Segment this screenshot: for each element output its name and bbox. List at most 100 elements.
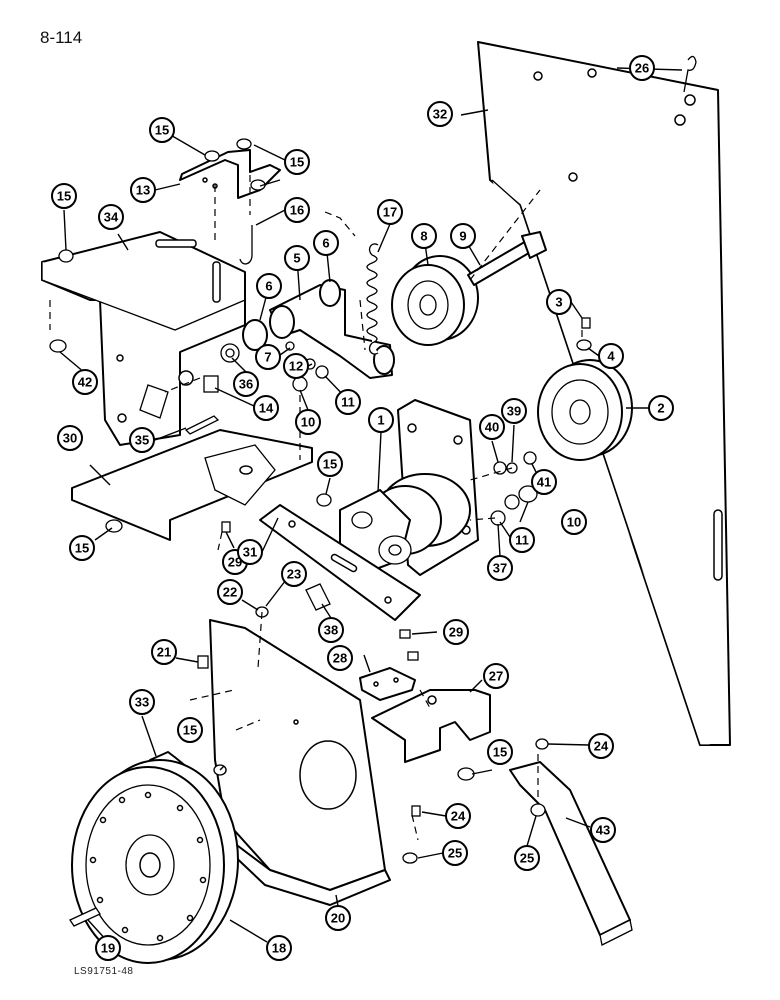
callout-34: 34 (98, 204, 124, 230)
callout-37: 37 (487, 555, 513, 581)
callout-9-label: 9 (459, 229, 466, 244)
callout-25a: 25 (442, 840, 468, 866)
callout-15a: 15 (149, 117, 175, 143)
callout-6b: 6 (313, 230, 339, 256)
callout-4-label: 4 (607, 349, 615, 364)
callout-30: 30 (57, 425, 83, 451)
callout-20-label: 20 (331, 911, 345, 926)
callout-22-label: 22 (223, 585, 237, 600)
callout-38: 38 (318, 617, 344, 643)
callout-34-label: 34 (104, 210, 119, 225)
callout-37-label: 37 (493, 561, 507, 576)
callout-5-label: 5 (293, 251, 300, 266)
callout-41-label: 41 (537, 475, 551, 490)
callout-39-label: 39 (507, 404, 521, 419)
callout-36-label: 36 (239, 377, 253, 392)
callout-2-label: 2 (657, 401, 664, 416)
drive-pulley (537, 359, 633, 461)
callout-35: 35 (129, 427, 155, 453)
callout-11b-label: 11 (515, 533, 529, 548)
callout-8: 8 (411, 223, 437, 249)
key (69, 907, 101, 927)
callout-18-label: 18 (272, 941, 286, 956)
callout-10a: 10 (295, 409, 321, 435)
callout-27-label: 27 (489, 669, 503, 684)
callout-31: 31 (237, 539, 263, 565)
callout-12-label: 12 (289, 359, 303, 374)
callout-24a: 24 (588, 733, 614, 759)
callout-21-label: 21 (157, 645, 171, 660)
callout-3: 3 (546, 289, 572, 315)
callout-17-label: 17 (383, 205, 397, 220)
callout-26-label: 26 (635, 61, 649, 76)
callout-15c-label: 15 (57, 189, 71, 204)
callout-32-label: 32 (433, 107, 447, 122)
callout-31-label: 31 (243, 545, 257, 560)
callout-8-label: 8 (420, 229, 427, 244)
callout-15a-label: 15 (155, 123, 169, 138)
callout-33: 33 (129, 689, 155, 715)
callout-10b: 10 (561, 509, 587, 535)
callout-11a-label: 11 (341, 395, 355, 410)
callout-24b: 24 (445, 803, 471, 829)
small-hinge (359, 667, 416, 701)
callout-19-label: 19 (101, 941, 115, 956)
callout-10b-label: 10 (567, 515, 581, 530)
top-bracket (179, 138, 281, 199)
leader-lines (59, 67, 683, 943)
callout-33-label: 33 (135, 695, 149, 710)
callout-29b: 29 (443, 619, 469, 645)
callout-13-label: 13 (136, 183, 150, 198)
callout-3-label: 3 (555, 295, 562, 310)
callout-28: 28 (327, 645, 353, 671)
callout-36: 36 (233, 371, 259, 397)
callout-12: 12 (283, 353, 309, 379)
callout-15g-label: 15 (493, 745, 507, 760)
callout-7-label: 7 (264, 350, 271, 365)
callout-24b-label: 24 (451, 809, 466, 824)
callout-25a-label: 25 (448, 846, 462, 861)
callout-16: 16 (284, 197, 310, 223)
callout-9: 9 (450, 223, 476, 249)
callout-15g: 15 (487, 739, 513, 765)
callout-38-label: 38 (324, 623, 338, 638)
callout-15b: 15 (284, 149, 310, 175)
callout-15f: 15 (177, 717, 203, 743)
callout-30-label: 30 (63, 431, 77, 446)
spring (366, 243, 379, 355)
callout-6b-label: 6 (322, 236, 329, 251)
callout-27: 27 (483, 663, 509, 689)
long-bolt (467, 231, 547, 286)
idler-arm (220, 279, 395, 379)
lower-shield (209, 619, 391, 906)
callout-17: 17 (377, 199, 403, 225)
callout-14-label: 14 (259, 401, 274, 416)
callout-15e: 15 (69, 535, 95, 561)
page-number: 8-114 (40, 28, 83, 47)
callout-6a-label: 6 (265, 279, 272, 294)
callout-10a-label: 10 (301, 415, 315, 430)
hardware (49, 55, 697, 864)
main-side-bracket (41, 231, 246, 446)
callout-1-label: 1 (377, 413, 384, 428)
callout-23-label: 23 (287, 567, 301, 582)
callout-5: 5 (284, 245, 310, 271)
slotted-strap (259, 504, 421, 621)
callout-11b: 11 (509, 527, 535, 553)
angled-strap (509, 761, 633, 946)
callout-43: 43 (590, 817, 616, 843)
callout-23: 23 (281, 561, 307, 587)
callout-26: 26 (629, 55, 655, 81)
callout-32: 32 (427, 101, 453, 127)
assembly-dashed-lines (49, 175, 583, 841)
flywheel (71, 759, 239, 964)
callout-22: 22 (217, 579, 243, 605)
callout-25b-label: 25 (520, 851, 534, 866)
callout-1: 1 (368, 407, 394, 433)
callout-41: 41 (531, 469, 557, 495)
callout-11a: 11 (335, 389, 361, 415)
callout-29b-label: 29 (449, 625, 463, 640)
callout-4: 4 (598, 343, 624, 369)
callout-42-label: 42 (78, 375, 92, 390)
